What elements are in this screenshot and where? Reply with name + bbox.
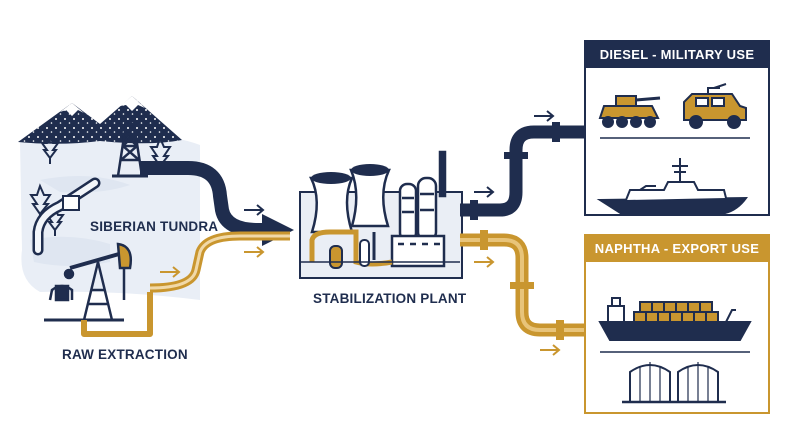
mountain-icon bbox=[18, 96, 182, 144]
cooling-tower-icon bbox=[308, 164, 391, 234]
oil-derrick-icon bbox=[112, 116, 148, 178]
flow-arrows-right bbox=[474, 110, 561, 356]
diesel-pipeline bbox=[460, 122, 584, 220]
tundra-pipeline bbox=[32, 177, 101, 256]
diesel-panel: DIESEL - MILITARY USE bbox=[584, 40, 770, 216]
arrow-icon bbox=[262, 214, 294, 246]
diesel-panel-art bbox=[596, 83, 750, 215]
refinery-tower-icon bbox=[390, 150, 447, 268]
naphtha-pipeline bbox=[460, 230, 584, 340]
diesel-panel-title: DIESEL - MILITARY USE bbox=[586, 42, 768, 68]
siberian-tundra-label: SIBERIAN TUNDRA bbox=[90, 219, 219, 234]
container-ship-icon bbox=[598, 297, 752, 341]
naphtha-panel: NAPHTHA - EXPORT USE bbox=[584, 234, 770, 414]
crude-pipe-navy bbox=[140, 161, 265, 237]
stabilization-plant-label: STABILIZATION PLANT bbox=[313, 291, 467, 306]
crude-pipe-gold bbox=[81, 231, 290, 337]
plant-process-pipes bbox=[300, 229, 460, 269]
military-truck-icon bbox=[683, 83, 747, 129]
tundra-scene bbox=[20, 134, 200, 300]
flow-arrows-left bbox=[160, 204, 265, 278]
armored-vehicle-icon bbox=[598, 95, 661, 128]
naphtha-panel-art bbox=[598, 297, 752, 404]
storage-tank-icon bbox=[622, 362, 726, 404]
raw-extraction-label: RAW EXTRACTION bbox=[62, 347, 188, 362]
naphtha-panel-title: NAPHTHA - EXPORT USE bbox=[586, 236, 768, 262]
warship-icon bbox=[596, 158, 748, 215]
